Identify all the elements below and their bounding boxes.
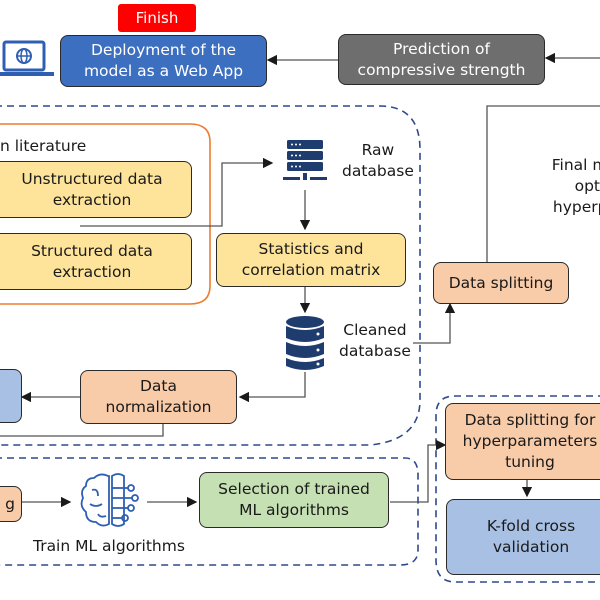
selection-line-1: Selection of trained [218, 480, 370, 499]
data-splitting-label: Data splitting [448, 273, 554, 292]
selection-line-2: ML algorithms [239, 501, 349, 519]
split-tuning-line-3: tuning [505, 452, 555, 471]
normalization-line-2: normalization [105, 398, 212, 416]
raw-db-line-1: Raw [361, 141, 395, 159]
final-model-line-3: hyperpa [552, 197, 600, 216]
deployment-line-2: model as a Web App [83, 62, 244, 80]
dashed-region-data-prep [0, 105, 421, 446]
literature-frame [0, 123, 211, 305]
prediction-line-2: compressive strength [357, 60, 526, 79]
partial-blue-box [0, 369, 22, 423]
cleaned-db-line-2: database [339, 341, 411, 360]
prediction-box: Prediction of compressive strength [338, 34, 545, 85]
unstructured-line-1: Unstructured data [21, 169, 163, 188]
stats-line-1: Statistics and [258, 240, 364, 259]
cleaned-database-label: Cleaned database [339, 320, 411, 362]
training-left-label: g [5, 494, 15, 513]
dashed-region-tuning [435, 395, 600, 583]
kfold-line-2: validation [492, 538, 570, 556]
dashed-region-training [0, 457, 419, 566]
train-ml-label: Train ML algorithms [33, 537, 185, 555]
split-tuning-line-1: Data splitting for [464, 411, 596, 430]
statistics-box: Statistics and correlation matrix [216, 233, 406, 287]
kfold-box: K-fold cross validation [446, 499, 600, 575]
raw-db-line-2: database [342, 161, 414, 180]
database-icon [286, 316, 324, 370]
unstructured-extraction-box: Unstructured data extraction [0, 161, 192, 218]
unstructured-line-2: extraction [52, 190, 132, 209]
data-splitting-box: Data splitting [433, 262, 569, 304]
cleaned-db-line-1: Cleaned [343, 321, 407, 339]
literature-label: n literature [0, 137, 87, 155]
deployment-line-1: Deployment of the [90, 41, 237, 60]
finish-badge: Finish [118, 4, 196, 32]
kfold-line-1: K-fold cross [486, 517, 576, 536]
split-tuning-line-2: hyperparameters [462, 432, 598, 451]
deployment-box: Deployment of the model as a Web App [60, 35, 267, 87]
structured-line-2: extraction [52, 262, 132, 281]
normalization-line-1: Data [139, 377, 177, 396]
raw-database-label: Raw database [342, 140, 414, 182]
prediction-line-1: Prediction of [393, 39, 490, 58]
training-left-box: g [0, 486, 22, 522]
stats-line-2: correlation matrix [241, 261, 381, 279]
laptop-globe-icon [0, 40, 54, 76]
structured-line-1: Structured data [31, 241, 153, 260]
selection-box: Selection of trained ML algorithms [199, 472, 389, 528]
server-icon [283, 140, 327, 180]
final-model-line-1: Final mo [551, 156, 600, 174]
final-model-label: Final mo opt hyperpa [537, 155, 600, 218]
final-model-line-2: opt [574, 176, 600, 195]
structured-extraction-box: Structured data extraction [0, 233, 192, 290]
normalization-box: Data normalization [80, 370, 237, 424]
brain-circuit-icon [80, 473, 139, 527]
finish-label: Finish [135, 8, 179, 27]
